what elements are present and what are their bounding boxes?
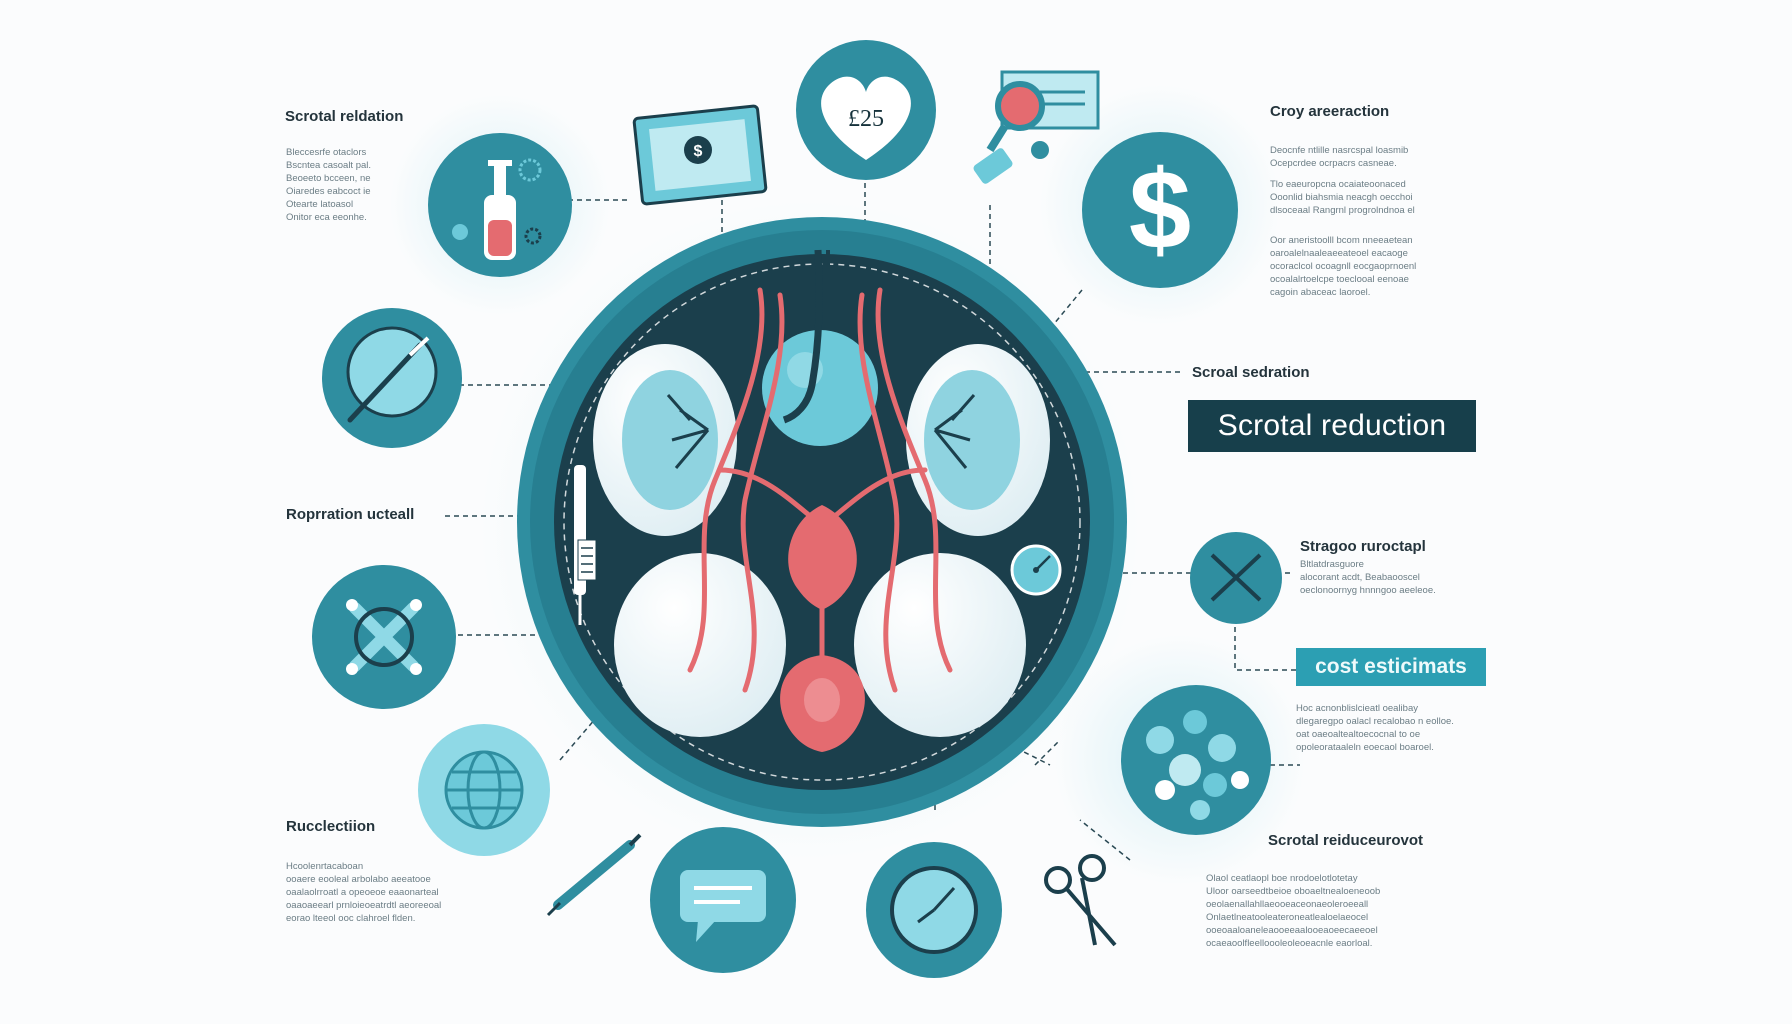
label-top-left: Scrotal reldation [285,108,404,125]
price-value: £25 [848,106,884,132]
dollar-icon: $ [1129,147,1191,272]
forceps-icon [1210,553,1262,602]
clock-icon [890,866,978,954]
central-anatomy-diagram [517,217,1127,827]
label-left-mid: Roprration ucteall [286,506,415,523]
globe-circle [418,724,550,856]
cost-estimates-tag: cost esticimats [1296,648,1486,686]
label-right-mid: Scroal sedration [1192,364,1310,381]
title-banner: Scrotal reduction [1188,400,1476,452]
clock-circle [866,842,1002,978]
central-organ [788,505,857,610]
right-upper-lobe [906,344,1050,536]
chat-circle [650,827,796,973]
label-right-small: Stragoo ruroctapl [1300,538,1426,555]
forceps-circle [1190,532,1282,624]
label-bottom-right: Scrotal reiduceurovot [1268,832,1424,849]
scalpel-circle [322,308,462,448]
label-bottom-left: Rucclectiion [286,818,376,835]
pills-icon [1146,710,1249,820]
globe-icon [444,750,524,830]
pen-injector-icon [574,465,597,625]
document-magnifier-icon [973,70,1100,184]
injector-icon [546,833,642,917]
chat-icon [680,870,766,942]
syringe-icon [452,158,542,260]
gauge-icon [1010,544,1062,596]
scalpel-icon [347,342,423,423]
svg-text:$: $ [694,143,703,160]
scissors-icon [1044,854,1117,947]
balloon-device [762,249,878,446]
price-circle: £25 [796,40,936,180]
price-heart-icon [821,76,911,160]
bone-cross-circle [312,565,456,709]
pills-circle [1121,685,1271,835]
left-upper-lobe [593,344,737,536]
dollar-circle: $ [1082,132,1238,288]
banknote-icon: $ [632,104,768,206]
syringe-circle [428,133,572,277]
label-top-right: Croy areeraction [1270,103,1390,120]
